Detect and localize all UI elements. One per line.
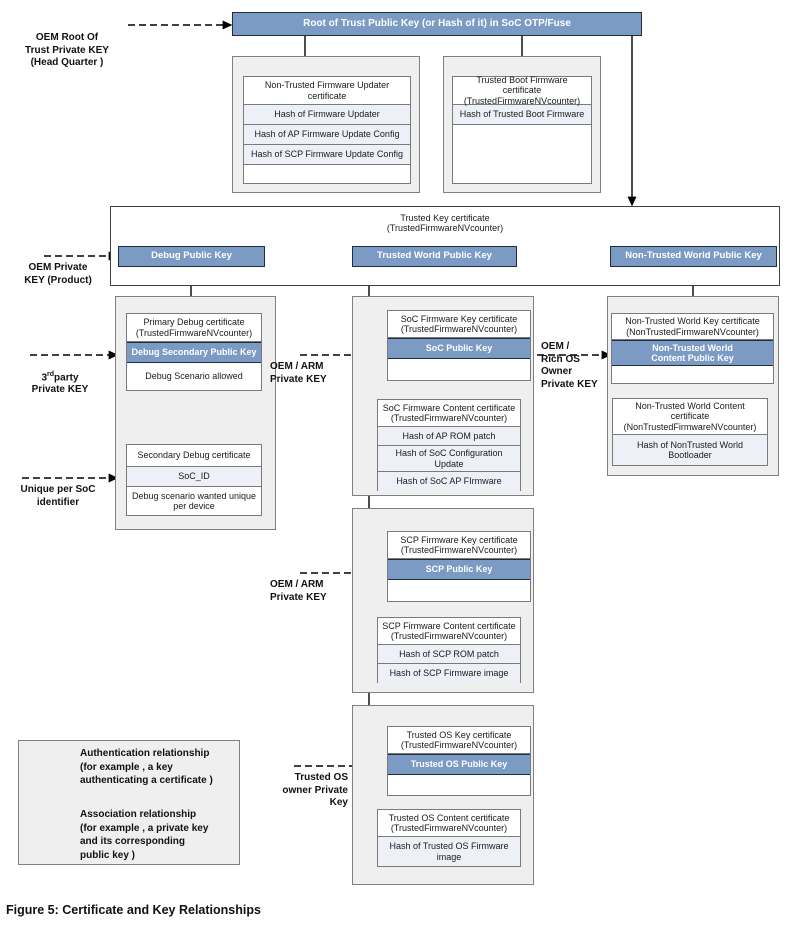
cert-row: Hash of SoC Configuration Update xyxy=(378,446,520,472)
cert-row: Hash of AP Firmware Update Config xyxy=(244,125,410,145)
cert-row: Hash of SCP Firmware Update Config xyxy=(244,145,410,165)
cert-trusted-os-key[interactable]: Trusted OS Key certificate (TrustedFirmw… xyxy=(387,726,531,796)
cert-row: SoC Firmware Key certificate (TrustedFir… xyxy=(388,311,530,338)
legend-box xyxy=(18,740,240,865)
cert-row: Debug scenario wanted unique per device xyxy=(127,487,261,515)
cert-row: Hash of NonTrusted World Bootloader xyxy=(613,435,767,465)
cert-row: SoC Firmware Content certificate (Truste… xyxy=(378,400,520,427)
cert-trusted-os-content[interactable]: Trusted OS Content certificate (TrustedF… xyxy=(377,809,521,867)
cert-nontrusted-world-key[interactable]: Non-Trusted World Key certificate (NonTr… xyxy=(611,313,774,384)
cert-row: SoC_ID xyxy=(127,467,261,487)
cert-secondary-debug[interactable]: Secondary Debug certificate SoC_ID Debug… xyxy=(126,444,262,516)
cert-row xyxy=(612,366,773,383)
label-third-party-prefix: 3 xyxy=(41,371,48,383)
cert-row: Non-Trusted World Content certificate (N… xyxy=(613,399,767,435)
cert-nontrusted-firmware-updater[interactable]: Non-Trusted Firmware Updater certificate… xyxy=(243,76,411,184)
cert-row-key[interactable]: SCP Public Key xyxy=(388,559,530,580)
label-trusted-os-owner-private-key: Trusted OS owner Private Key xyxy=(282,772,348,808)
root-of-trust-bar[interactable]: Root of Trust Public Key (or Hash of it)… xyxy=(232,12,642,36)
cert-row xyxy=(388,359,530,380)
cert-soc-firmware-content[interactable]: SoC Firmware Content certificate (Truste… xyxy=(377,399,521,491)
cert-row xyxy=(244,165,410,183)
label-oem-rich-os-owner-private-key: OEM / Rich OS Owner Private KEY xyxy=(541,341,598,390)
cert-row xyxy=(453,125,591,183)
legend-item-authentication: Authentication relationship (for example… xyxy=(80,748,213,786)
label-oem-arm-private-key-soc: OEM / ARM Private KEY xyxy=(270,361,327,385)
cert-row: Non-Trusted World Key certificate (NonTr… xyxy=(612,314,773,340)
key-nontrusted-world-public[interactable]: Non-Trusted World Public Key xyxy=(610,246,777,267)
cert-row: Hash of Trusted OS Firmware image xyxy=(378,837,520,866)
cert-row: SCP Firmware Content certificate (Truste… xyxy=(378,618,520,645)
legend-item-association: Association relationship (for example , … xyxy=(80,809,209,861)
cert-row-key[interactable]: Trusted OS Public Key xyxy=(388,754,530,775)
cert-row: Hash of SoC AP FIrmware xyxy=(378,472,520,491)
cert-scp-firmware-key[interactable]: SCP Firmware Key certificate (TrustedFir… xyxy=(387,531,531,602)
label-oem-root-of-trust: OEM Root Of Trust Private KEY (Head Quar… xyxy=(25,32,109,68)
cert-row: Hash of SCP Firmware image xyxy=(378,664,520,683)
cert-row: Primary Debug certificate (TrustedFirmwa… xyxy=(127,314,261,342)
cert-trusted-boot-firmware[interactable]: Trusted Boot Firmware certificate (Trust… xyxy=(452,75,592,184)
key-trusted-world-public[interactable]: Trusted World Public Key xyxy=(352,246,517,267)
cert-row: Secondary Debug certificate xyxy=(127,445,261,467)
cert-row: Hash of Firmware Updater xyxy=(244,105,410,125)
cert-row-key[interactable]: Non-Trusted World Content Public Key xyxy=(612,340,773,366)
cert-nontrusted-world-content[interactable]: Non-Trusted World Content certificate (N… xyxy=(612,398,768,466)
cert-row-key[interactable]: SoC Public Key xyxy=(388,338,530,359)
cert-row: Hash of AP ROM patch xyxy=(378,427,520,446)
cert-row: Trusted Boot Firmware certificate (Trust… xyxy=(453,75,591,106)
cert-row xyxy=(388,580,530,601)
cert-primary-debug[interactable]: Primary Debug certificate (TrustedFirmwa… xyxy=(126,313,262,391)
band-caption: Trusted Key certificate (TrustedFirmware… xyxy=(386,213,504,234)
cert-row: Trusted OS Key certificate (TrustedFirmw… xyxy=(388,727,530,754)
cert-row xyxy=(388,775,530,795)
cert-row-key[interactable]: Debug Secondary Public Key xyxy=(127,342,261,363)
label-third-party-sup: rd xyxy=(47,370,55,378)
label-third-party-rest: party Private KEY xyxy=(31,371,89,396)
key-debug-public[interactable]: Debug Public Key xyxy=(118,246,265,267)
cert-row: Trusted OS Content certificate (TrustedF… xyxy=(378,810,520,837)
cert-row: Hash of SCP ROM patch xyxy=(378,645,520,664)
cert-soc-firmware-key[interactable]: SoC Firmware Key certificate (TrustedFir… xyxy=(387,310,531,381)
cert-row: Debug Scenario allowed xyxy=(127,363,261,390)
label-third-party-private-key: 3rdparty Private KEY xyxy=(4,358,116,397)
cert-row: SCP Firmware Key certificate (TrustedFir… xyxy=(388,532,530,559)
cert-scp-firmware-content[interactable]: SCP Firmware Content certificate (Truste… xyxy=(377,617,521,683)
label-oem-arm-private-key-scp: OEM / ARM Private KEY xyxy=(270,579,327,603)
cert-row: Hash of Trusted Boot Firmware xyxy=(453,105,591,125)
cert-row: Non-Trusted Firmware Updater certificate xyxy=(244,77,410,105)
figure-caption: Figure 5: Certificate and Key Relationsh… xyxy=(6,903,261,917)
label-unique-per-soc: Unique per SoC identifier xyxy=(20,484,96,508)
label-oem-private-key-product: OEM Private KEY (Product) xyxy=(24,262,92,286)
